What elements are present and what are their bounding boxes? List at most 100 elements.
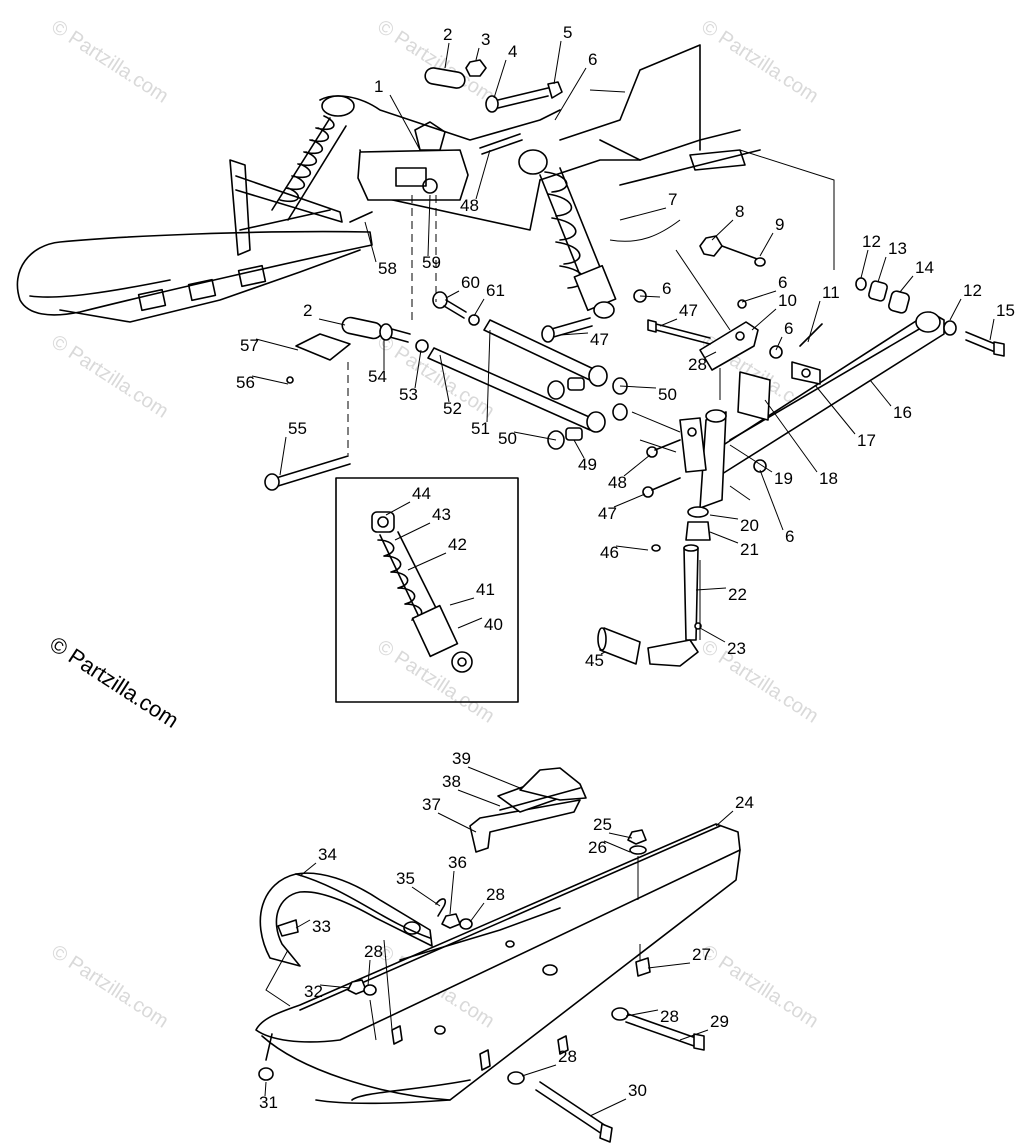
part-label-42: 42 xyxy=(448,535,467,554)
leader-line-4 xyxy=(493,59,507,99)
part-label-6: 6 xyxy=(588,50,597,69)
part-label-13: 13 xyxy=(888,239,907,258)
part-label-17: 17 xyxy=(857,431,876,450)
part-label-27: 27 xyxy=(692,945,711,964)
part-label-16: 16 xyxy=(893,403,912,422)
leader-line-51 xyxy=(486,329,491,423)
part-label-6: 6 xyxy=(778,273,787,292)
part-label-37: 37 xyxy=(422,795,441,814)
ski-assembly-drawing xyxy=(255,767,741,1143)
part-label-30: 30 xyxy=(628,1081,647,1100)
leader-line-41 xyxy=(449,597,475,606)
part-label-8: 8 xyxy=(735,202,744,221)
part-label-47: 47 xyxy=(590,330,609,349)
part-label-43: 43 xyxy=(432,505,451,524)
leader-line-26 xyxy=(603,840,631,853)
part-label-50: 50 xyxy=(498,429,517,448)
watermark-8: © Partzilla.com xyxy=(697,636,822,728)
leader-line-57 xyxy=(255,338,299,351)
leader-line-6 xyxy=(775,336,783,351)
part-label-58: 58 xyxy=(378,259,397,278)
part-label-28: 28 xyxy=(688,355,707,374)
part-label-2: 2 xyxy=(443,25,452,44)
part-label-12: 12 xyxy=(963,281,982,300)
leader-line-40 xyxy=(457,617,483,629)
leader-line-6 xyxy=(639,295,661,298)
leader-line-11 xyxy=(807,300,821,343)
leader-line-17 xyxy=(814,384,856,435)
leader-line-56 xyxy=(251,375,289,385)
part-label-44: 44 xyxy=(412,484,431,503)
part-label-38: 38 xyxy=(442,772,461,791)
part-label-18: 18 xyxy=(819,469,838,488)
part-label-47: 47 xyxy=(598,504,617,523)
leader-line-44 xyxy=(385,501,411,516)
part-label-14: 14 xyxy=(915,258,934,277)
leader-line-28 xyxy=(367,959,371,987)
leader-line-49 xyxy=(573,439,585,459)
leader-line-31 xyxy=(264,1081,267,1097)
leader-line-61 xyxy=(473,298,485,317)
part-label-55: 55 xyxy=(288,419,307,438)
leader-line-28 xyxy=(625,1009,659,1017)
leader-line-23 xyxy=(699,627,726,643)
part-label-31: 31 xyxy=(259,1093,278,1112)
part-label-47: 47 xyxy=(679,301,698,320)
leader-line-28 xyxy=(469,902,485,923)
part-label-45: 45 xyxy=(585,651,604,670)
part-label-5: 5 xyxy=(563,23,572,42)
part-label-22: 22 xyxy=(728,585,747,604)
leader-line-22 xyxy=(695,587,727,591)
part-label-48: 48 xyxy=(608,473,627,492)
leader-line-2 xyxy=(318,318,346,326)
leader-line-52 xyxy=(439,354,450,403)
leader-line-15 xyxy=(989,318,995,341)
leader-line-12 xyxy=(949,298,962,321)
part-label-40: 40 xyxy=(484,615,503,634)
part-label-7: 7 xyxy=(668,190,677,209)
leader-line-10 xyxy=(751,308,777,331)
leader-line-6 xyxy=(741,290,777,303)
leader-line-58 xyxy=(364,221,377,263)
leader-line-1 xyxy=(389,94,421,151)
leader-line-35 xyxy=(411,886,441,907)
leader-line-19 xyxy=(729,444,773,473)
watermark-4: © Partzilla.com xyxy=(47,331,172,423)
leader-line-8 xyxy=(711,219,734,241)
part-label-29: 29 xyxy=(710,1012,729,1031)
part-label-51: 51 xyxy=(471,419,490,438)
leader-line-59 xyxy=(427,194,431,257)
leader-line-28 xyxy=(703,351,717,359)
leader-line-16 xyxy=(869,379,892,407)
leader-line-36 xyxy=(449,870,455,915)
leader-line-60 xyxy=(445,290,460,299)
shock-detail-inset xyxy=(335,477,519,703)
leader-line-24 xyxy=(715,810,734,827)
part-label-34: 34 xyxy=(318,845,337,864)
part-label-36: 36 xyxy=(448,853,467,872)
leader-line-13 xyxy=(877,256,887,283)
leader-line-25 xyxy=(608,832,633,839)
leader-line-38 xyxy=(457,789,501,807)
part-label-11: 11 xyxy=(822,283,840,302)
leader-line-6 xyxy=(554,67,587,121)
leader-line-50 xyxy=(513,431,557,441)
part-label-57: 57 xyxy=(240,336,259,355)
part-label-6: 6 xyxy=(785,527,794,546)
part-label-28: 28 xyxy=(364,942,383,961)
part-label-53: 53 xyxy=(399,385,418,404)
leader-line-43 xyxy=(394,522,431,541)
part-label-26: 26 xyxy=(588,838,607,857)
part-label-59: 59 xyxy=(422,253,441,272)
leader-line-18 xyxy=(764,399,818,473)
part-label-28: 28 xyxy=(486,885,505,904)
part-label-28: 28 xyxy=(558,1047,577,1066)
leader-line-5 xyxy=(553,40,562,85)
part-label-50: 50 xyxy=(658,385,677,404)
leader-line-37 xyxy=(437,812,477,833)
watermark-1: © Partzilla.com xyxy=(47,16,172,108)
part-label-21: 21 xyxy=(740,540,759,559)
leader-line-55 xyxy=(279,436,287,476)
part-label-35: 35 xyxy=(396,869,415,888)
leader-line-42 xyxy=(407,552,447,571)
